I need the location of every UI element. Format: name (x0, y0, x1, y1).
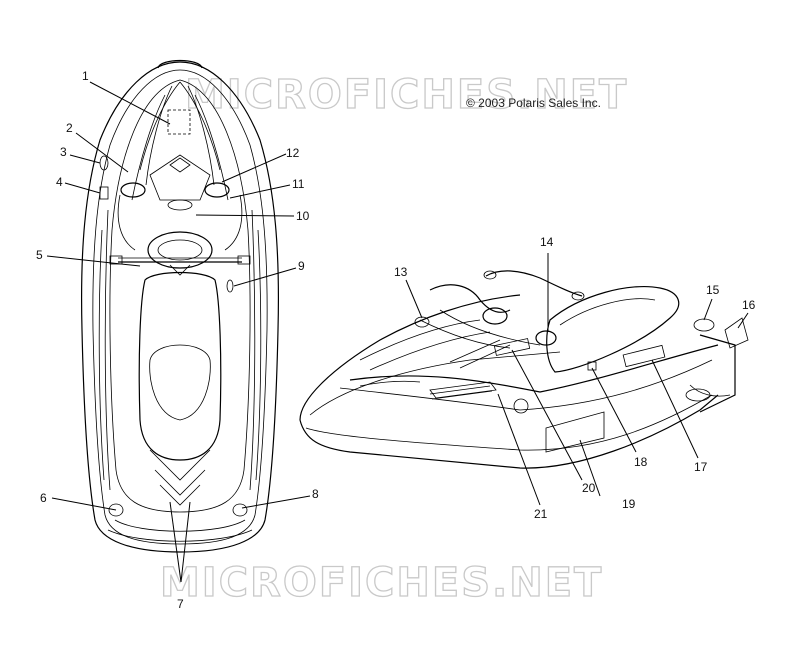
callout-6: 6 (40, 491, 47, 505)
watermark-bottom: MICROFICHES.NET (160, 560, 603, 606)
callout-15: 15 (706, 283, 720, 297)
callout-3: 3 (60, 145, 67, 159)
callout-18: 18 (634, 455, 648, 469)
callout-5: 5 (36, 248, 43, 262)
watermark-top: MICROFICHES.NET (185, 72, 628, 118)
callout-11: 11 (292, 177, 305, 191)
callout-13: 13 (394, 265, 408, 279)
callout-4: 4 (56, 175, 63, 189)
callout-16: 16 (742, 298, 756, 312)
callout-7: 7 (177, 597, 184, 611)
callout-1: 1 (82, 69, 89, 83)
callout-9: 9 (298, 259, 305, 273)
callout-17: 17 (694, 460, 708, 474)
callout-labels: 1 2 3 4 5 6 7 8 9 10 11 12 13 14 15 16 1… (36, 69, 756, 611)
callout-2: 2 (66, 121, 73, 135)
side-view-leaders (405, 253, 749, 506)
copyright-text: © 2003 Polaris Sales Inc. (466, 96, 601, 110)
top-view-leaders (46, 81, 311, 583)
callout-12: 12 (286, 146, 300, 160)
callout-21: 21 (534, 507, 548, 521)
callout-20: 20 (582, 481, 596, 495)
callout-8: 8 (312, 487, 319, 501)
callout-19: 19 (622, 497, 636, 511)
callout-14: 14 (540, 235, 554, 249)
top-view-watercraft (80, 59, 280, 553)
callout-10: 10 (296, 209, 310, 223)
side-view-watercraft (299, 270, 749, 469)
